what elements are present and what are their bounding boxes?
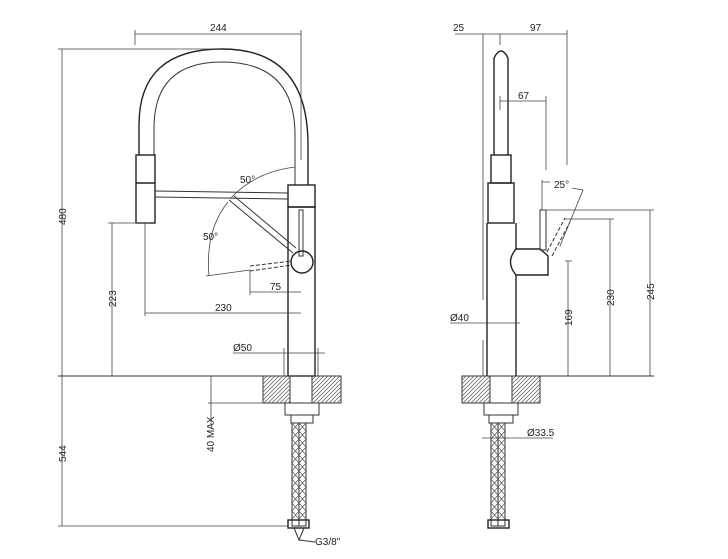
side-view: 25 97 67 25° 245 230 169 Ø40 Ø33.5 <box>262 23 657 529</box>
front-view: 50° 50° 244 480 223 75 230 Ø50 40 MAX <box>58 23 342 548</box>
dim-diameter-50: Ø50 <box>233 343 252 354</box>
spout-inner <box>153 61 296 185</box>
side-hose-nut <box>487 519 510 529</box>
dim-245: 245 <box>646 283 657 300</box>
dim-25: 25 <box>453 23 465 34</box>
handle-knob <box>290 250 314 274</box>
dim-40-max: 40 MAX <box>206 416 217 452</box>
spray-head <box>135 154 156 224</box>
side-head-lower <box>487 182 515 224</box>
dim-544: 544 <box>58 445 69 462</box>
side-head-upper <box>490 154 512 184</box>
flex-hose <box>291 422 307 527</box>
dim-244: 244 <box>210 23 227 34</box>
spout-outer <box>138 48 309 185</box>
dim-480: 480 <box>58 208 69 225</box>
angle-upper-label: 50° <box>240 175 255 186</box>
side-body <box>486 223 517 376</box>
connection-label: G3/8" <box>315 537 341 548</box>
angle-lower-label: 50° <box>203 232 218 243</box>
angle-25-label: 25° <box>554 180 569 191</box>
lever-raised <box>228 195 297 254</box>
side-spout <box>493 50 509 155</box>
dim-230-side: 230 <box>606 289 617 306</box>
side-mount-nut <box>483 402 519 416</box>
mount-nut <box>284 402 320 416</box>
dim-75: 75 <box>270 282 282 293</box>
hose <box>154 190 289 200</box>
dim-230: 230 <box>215 303 232 314</box>
body <box>287 206 316 377</box>
hose-nut <box>287 519 310 529</box>
side-handle-hub <box>509 248 549 276</box>
body-cap <box>287 184 316 208</box>
dim-diameter-33-5: Ø33.5 <box>527 428 555 439</box>
lever-down <box>249 260 293 272</box>
dim-97: 97 <box>530 23 542 34</box>
body-slot <box>298 209 304 257</box>
dim-diameter-40: Ø40 <box>450 313 469 324</box>
dim-223: 223 <box>108 290 119 307</box>
dim-169: 169 <box>564 309 575 326</box>
dim-67: 67 <box>518 91 530 102</box>
side-flex-hose <box>490 422 506 527</box>
side-lever <box>539 209 547 251</box>
